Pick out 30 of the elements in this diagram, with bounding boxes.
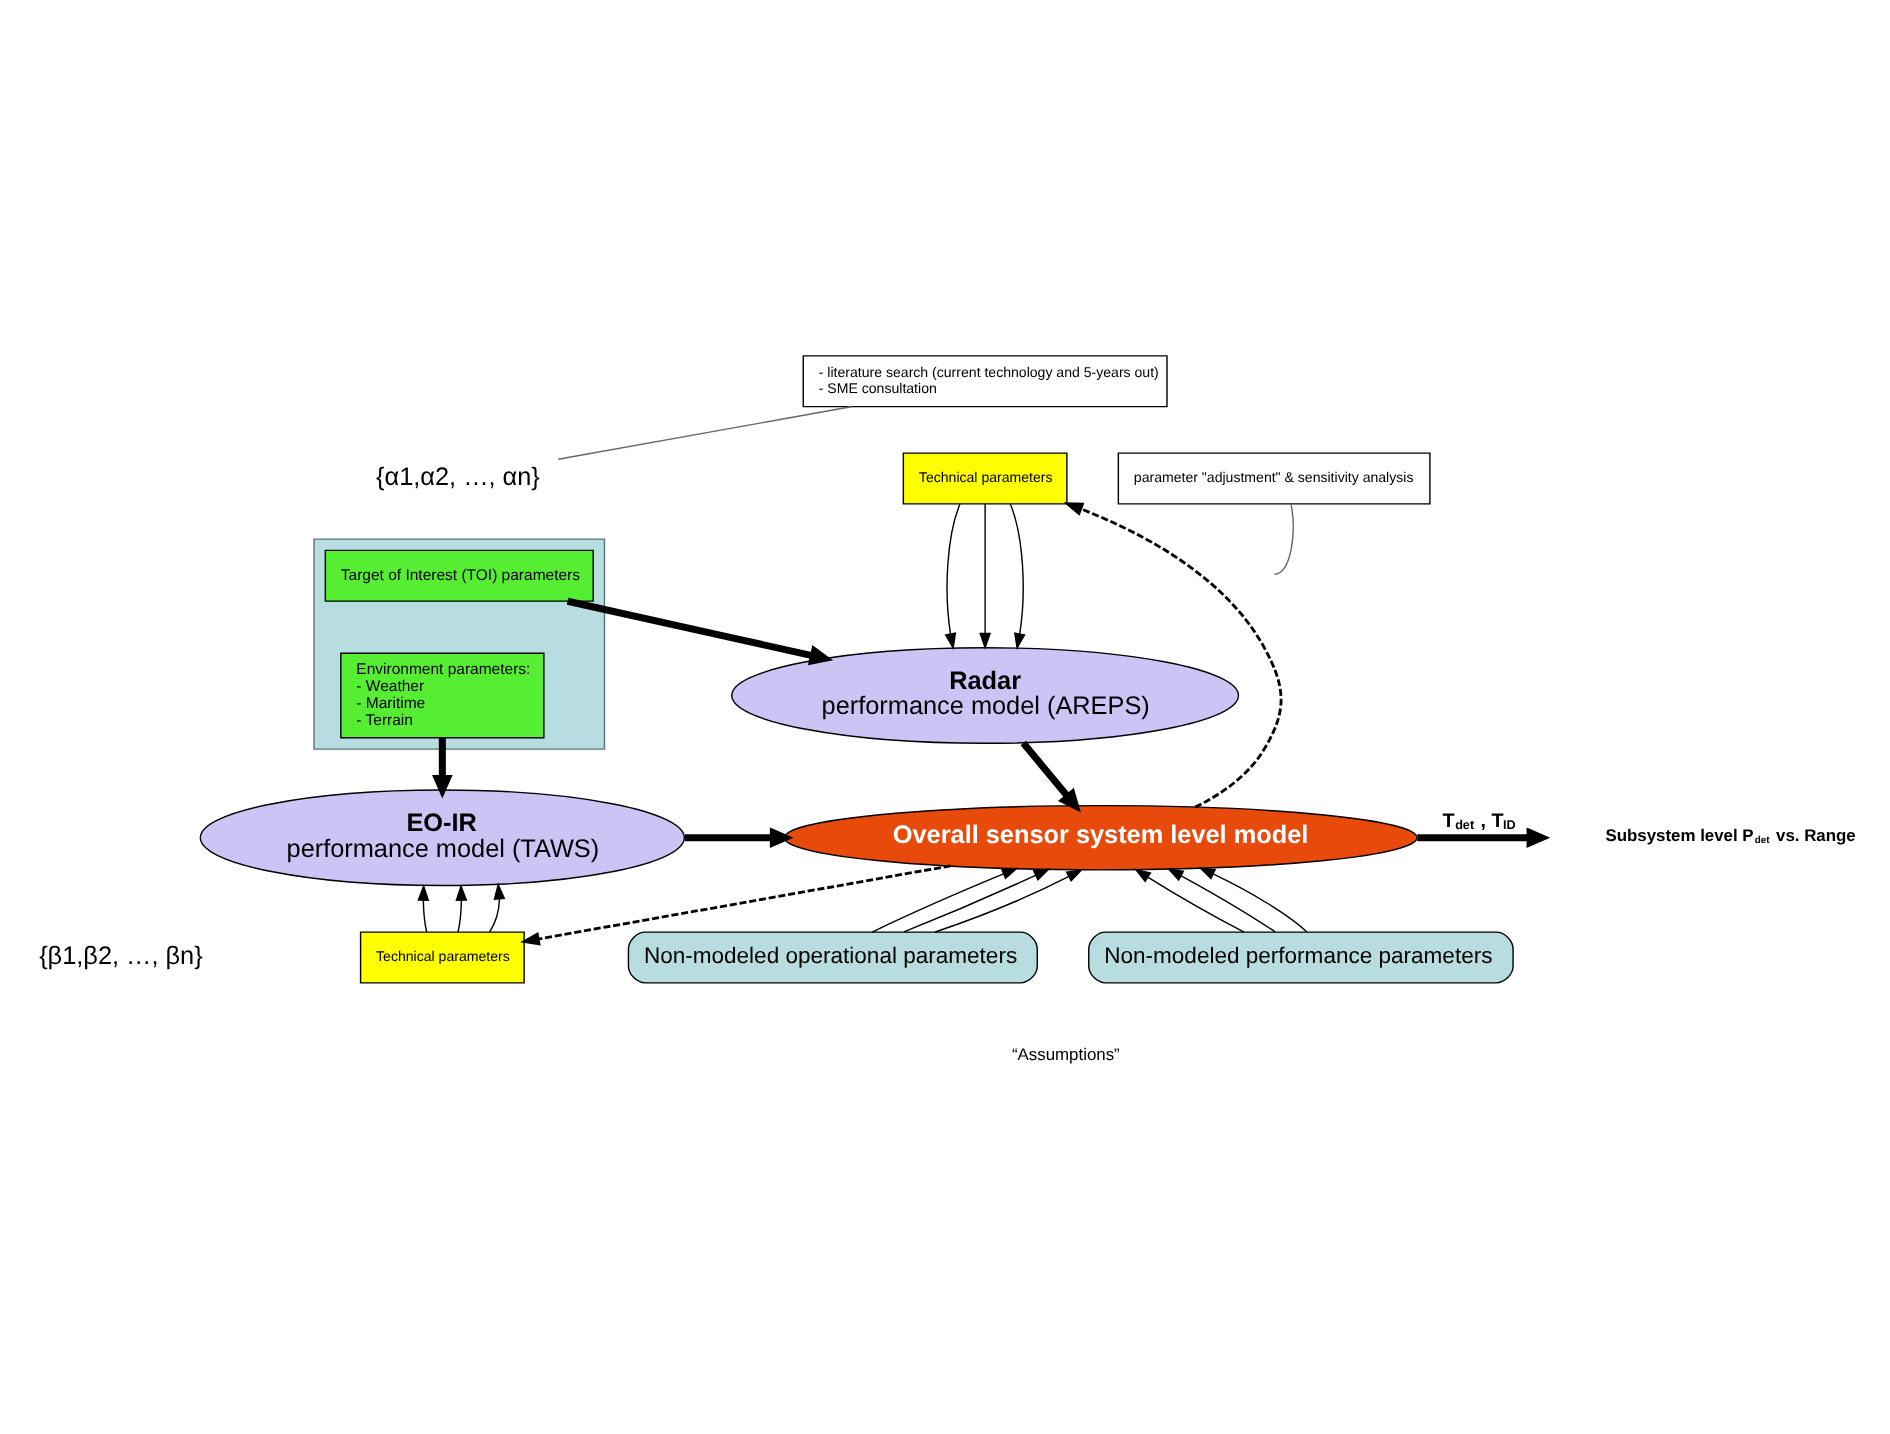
node-ellipse: EO-IR performance model (TAWS) [198, 788, 685, 886]
arrow [943, 502, 960, 649]
arrow [1133, 867, 1244, 932]
arrow [978, 502, 991, 649]
node-box: Environment parameters: - Weather - Maritime - Terrain [339, 651, 544, 738]
arrow [683, 826, 793, 848]
node-text: {α1,α2, …, αn} [375, 461, 539, 490]
connector [556, 405, 851, 460]
arrow [519, 863, 950, 945]
connector [1272, 502, 1293, 575]
arrow [933, 867, 1083, 932]
arrow [1416, 826, 1550, 848]
node-box: Target of Interest (TOI) parameters [323, 548, 593, 601]
arrow [1062, 501, 1282, 808]
arrow [487, 881, 505, 932]
arrow [1197, 866, 1307, 932]
arrow [454, 882, 467, 932]
cluster [312, 537, 605, 749]
arrow [870, 866, 1018, 932]
node-ellipse: Overall sensor system level model [782, 803, 1417, 870]
arrow [1165, 866, 1275, 932]
arrow [1008, 502, 1025, 649]
arrow [1019, 739, 1080, 812]
arrow [431, 737, 452, 798]
label: “Assumptions” [1010, 1042, 1119, 1063]
node-text: {β1,β2, …, βn} [38, 940, 202, 969]
arrow [902, 867, 1050, 932]
arrow [416, 882, 429, 932]
node-box: Non-modeled operational parameters [626, 930, 1037, 983]
node-box: Non-modeled performance parameters [1087, 930, 1513, 983]
